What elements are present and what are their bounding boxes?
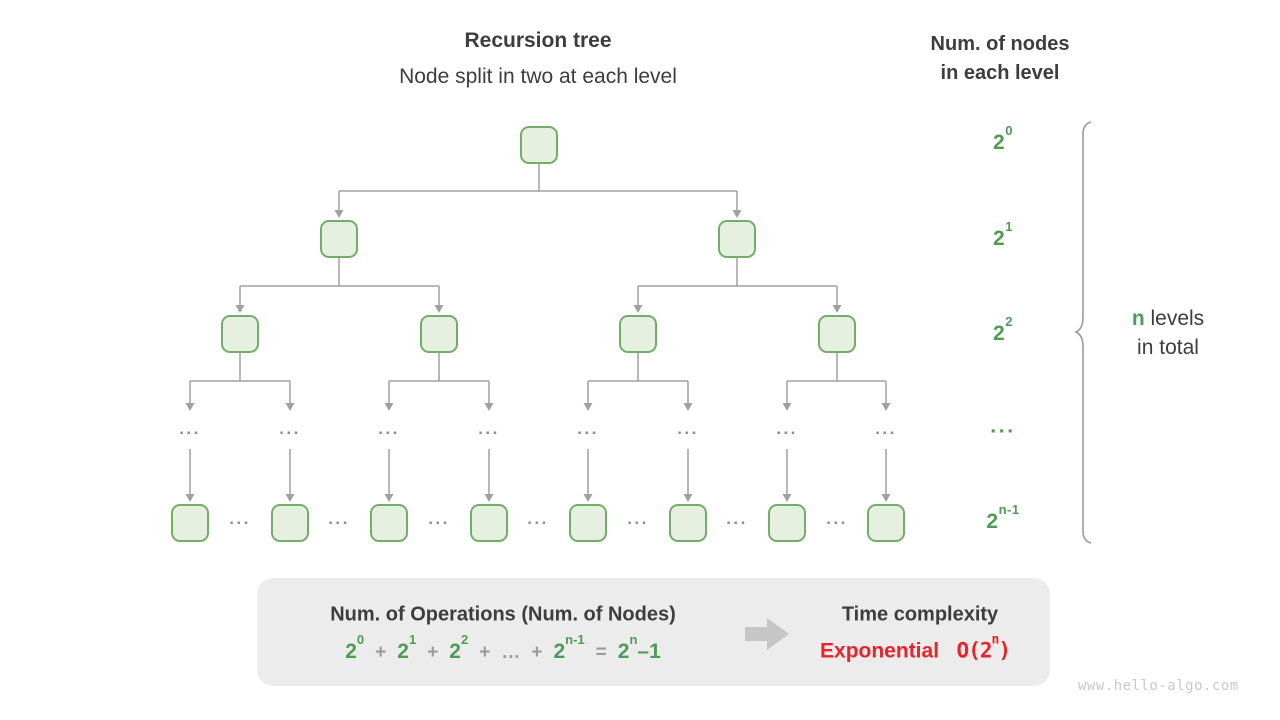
brace-label-line1: n levels <box>1132 304 1204 333</box>
complexity-word: Exponential <box>820 639 940 663</box>
brace-label-rest: levels <box>1144 307 1205 330</box>
tree-ellipsis: ··· <box>776 423 798 443</box>
level-label: 22 <box>993 313 1013 346</box>
tree-ellipsis: ··· <box>527 513 549 533</box>
level-label: ··· <box>990 420 1016 443</box>
formula-token: 22 <box>449 631 469 664</box>
complexity-big-o: O(2n) <box>945 632 1011 663</box>
diagram-title: Recursion tree <box>464 29 612 52</box>
tree-node-L2-3 <box>818 315 856 353</box>
tree-node-L3-6 <box>768 504 806 542</box>
tree-node-L3-0 <box>171 504 209 542</box>
complexity-close: ) <box>998 638 1011 663</box>
tree-ellipsis: ··· <box>875 423 897 443</box>
tree-ellipsis: ··· <box>378 423 400 443</box>
summary-box: Num. of Operations (Num. of Nodes) 20 +21… <box>257 578 1050 686</box>
formula-token: + <box>375 642 387 663</box>
complexity-value: Exponential O(2n) <box>820 632 1011 664</box>
brace-label: n levels in total <box>1132 304 1204 362</box>
formula-row: 20 +21 +22 + … +2n-1 = 2n–1 <box>345 631 661 664</box>
complexity-open: O(2 <box>956 638 993 663</box>
tree-ellipsis: ··· <box>328 513 350 533</box>
formula-token: 20 <box>345 631 365 664</box>
tree-ellipsis: ··· <box>726 513 748 533</box>
formula-token: 2n-1 <box>553 631 585 664</box>
tree-node-L2-0 <box>221 315 259 353</box>
operations-title: Num. of Operations (Num. of Nodes) <box>330 603 676 626</box>
formula-token: 2n–1 <box>617 631 661 664</box>
tree-node-L0-0 <box>520 126 558 164</box>
right-column-header: Num. of nodes in each level <box>931 30 1070 88</box>
formula-token: + <box>427 642 439 663</box>
tree-node-L1-1 <box>718 220 756 258</box>
formula-token: 21 <box>397 631 417 664</box>
tree-node-L3-2 <box>370 504 408 542</box>
brace-label-n: n <box>1131 307 1145 330</box>
brace-label-line2: in total <box>1137 336 1199 359</box>
tree-ellipsis: ··· <box>577 423 599 443</box>
formula-token: + <box>531 642 543 663</box>
right-column-header-line2: in each level <box>940 62 1060 84</box>
tree-ellipsis: ··· <box>229 513 251 533</box>
diagram-subtitle: Node split in two at each level <box>399 65 677 88</box>
complexity-sup: n <box>991 632 999 647</box>
tree-ellipsis: ··· <box>428 513 450 533</box>
tree-node-L1-0 <box>320 220 358 258</box>
tree-ellipsis: ··· <box>179 423 201 443</box>
level-label: 20 <box>993 122 1013 155</box>
tree-ellipsis: ··· <box>677 423 699 443</box>
tree-node-L2-2 <box>619 315 657 353</box>
watermark: www.hello-algo.com <box>1078 678 1239 694</box>
formula-token: … <box>501 642 521 663</box>
formula-token: + <box>479 642 491 663</box>
tree-ellipsis: ··· <box>279 423 301 443</box>
level-label: 21 <box>993 218 1013 251</box>
tree-node-L3-3 <box>470 504 508 542</box>
tree-node-L3-1 <box>271 504 309 542</box>
level-label: 2n-1 <box>986 501 1020 534</box>
tree-ellipsis: ··· <box>826 513 848 533</box>
tree-ellipsis: ··· <box>627 513 649 533</box>
tree-node-L3-5 <box>669 504 707 542</box>
tree-node-L3-7 <box>867 504 905 542</box>
time-complexity-title: Time complexity <box>841 603 999 626</box>
formula-token: = <box>595 642 607 663</box>
right-column-header-line1: Num. of nodes <box>930 33 1070 55</box>
tree-node-L3-4 <box>569 504 607 542</box>
tree-node-L2-1 <box>420 315 458 353</box>
right-block-arrow-icon <box>745 618 789 650</box>
tree-ellipsis: ··· <box>478 423 500 443</box>
